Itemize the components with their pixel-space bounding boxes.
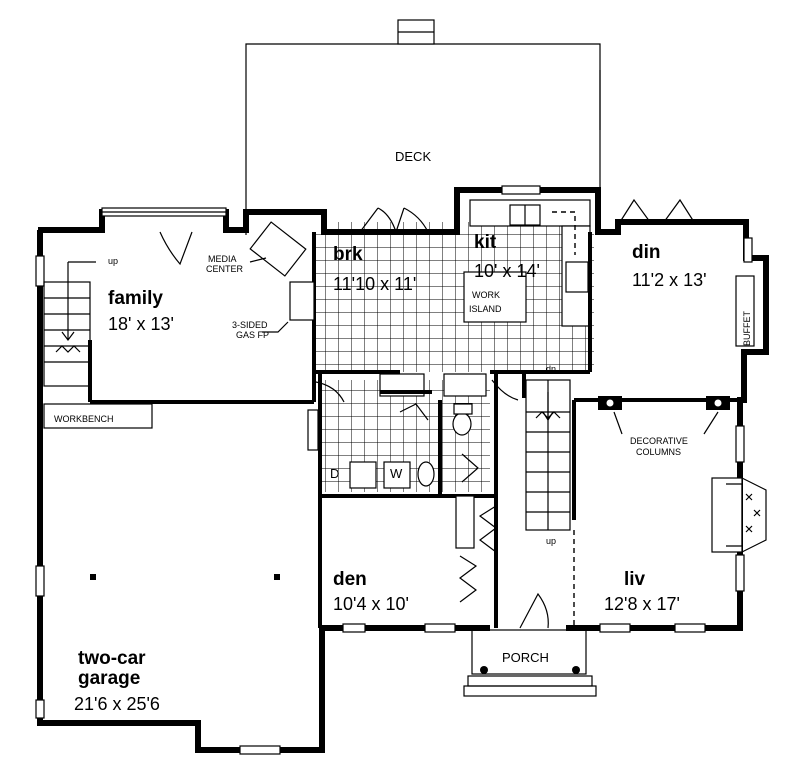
family-name: family bbox=[108, 288, 163, 309]
range bbox=[565, 261, 589, 293]
buffet-label: BUFFET bbox=[742, 310, 752, 346]
work-island-label-2: ISLAND bbox=[469, 304, 502, 314]
kit-dims: 10' x 14' bbox=[474, 261, 540, 281]
porch: PORCH bbox=[463, 629, 597, 697]
brk-name: brk bbox=[333, 244, 363, 265]
family-dims: 18' x 13' bbox=[108, 314, 174, 334]
media-center: MEDIA CENTER 3-SIDED GAS FP bbox=[206, 221, 315, 340]
decorative-columns-label-2: COLUMNS bbox=[636, 447, 681, 457]
dryer-label: D bbox=[330, 466, 339, 481]
laundry-door-leaf bbox=[307, 409, 319, 451]
up-label-hall: up bbox=[546, 536, 556, 546]
washer-label: W bbox=[390, 466, 403, 481]
windows bbox=[35, 185, 753, 755]
gas-fp-label: 3-SIDED bbox=[232, 320, 268, 330]
porch-label: PORCH bbox=[502, 650, 549, 665]
din-dims: 11'2 x 13' bbox=[632, 270, 707, 290]
up-label-family: up bbox=[108, 256, 118, 266]
den-dims: 10'4 x 10' bbox=[333, 594, 409, 614]
liv-name: liv bbox=[624, 569, 646, 590]
gas-fp-label-2: GAS FP bbox=[236, 330, 269, 340]
garage-name-line2: garage bbox=[78, 668, 140, 689]
fireplace bbox=[711, 477, 767, 553]
din-name: din bbox=[632, 242, 661, 263]
media-center-label-2: CENTER bbox=[206, 264, 244, 274]
buffet: BUFFET bbox=[735, 275, 755, 347]
garage-dims: 21'6 x 25'6 bbox=[74, 694, 160, 714]
media-center-label: MEDIA bbox=[208, 254, 237, 264]
liv-dims: 12'8 x 17' bbox=[604, 594, 680, 614]
work-island bbox=[463, 271, 527, 323]
dryer bbox=[349, 461, 377, 489]
deck-label: DECK bbox=[395, 149, 431, 164]
deck: DECK bbox=[245, 19, 601, 235]
garage-name-line1: two-car bbox=[78, 648, 146, 669]
kit-name: kit bbox=[474, 232, 497, 253]
hall-stairs: dn up bbox=[525, 364, 571, 546]
den-name: den bbox=[333, 569, 367, 590]
doors bbox=[159, 198, 695, 629]
garage: WORKBENCH bbox=[43, 403, 280, 580]
toilet bbox=[417, 461, 435, 487]
brk-kit-tile-floor bbox=[314, 222, 594, 372]
decorative-columns: DECORATIVE COLUMNS bbox=[598, 396, 730, 457]
washer bbox=[383, 461, 411, 489]
workbench bbox=[43, 403, 153, 429]
brk-dims: 11'10 x 11' bbox=[333, 274, 416, 294]
laundry-fixtures: D W bbox=[307, 373, 487, 489]
gas-fireplace bbox=[289, 281, 315, 321]
work-island-label: WORK bbox=[472, 290, 500, 300]
family-stairs: up bbox=[43, 256, 118, 387]
dn-label-hall: dn bbox=[546, 364, 556, 374]
toilet-2 bbox=[452, 412, 472, 436]
decorative-columns-label: DECORATIVE bbox=[630, 436, 688, 446]
workbench-label: WORKBENCH bbox=[54, 414, 114, 424]
